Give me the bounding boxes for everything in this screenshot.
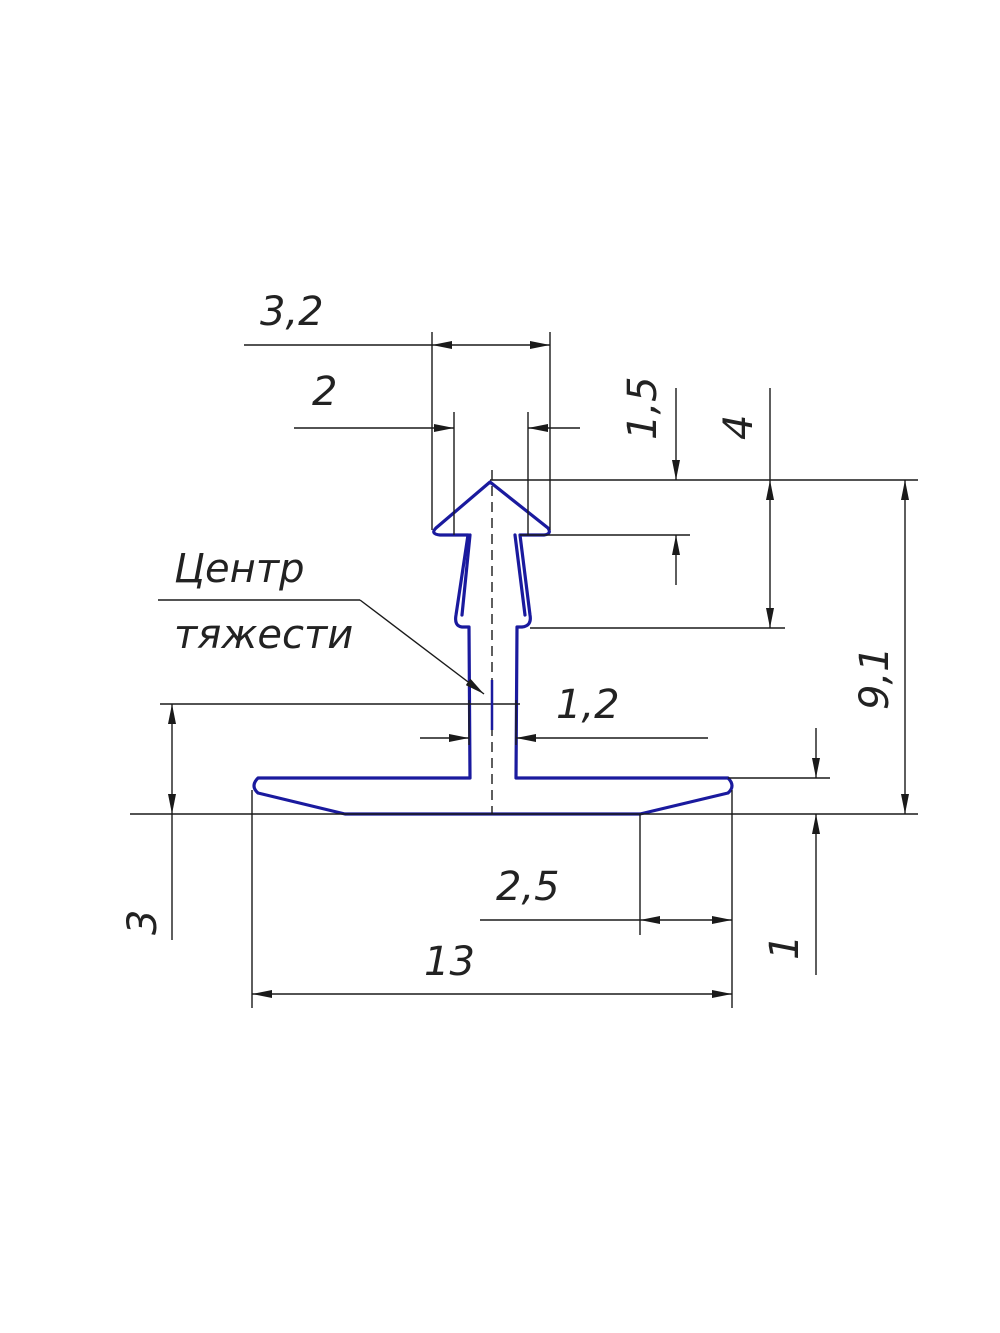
dim-label-3-2: 3,2 [260,289,324,335]
dim-label-1-2: 1,2 [556,682,620,728]
center-label-line1: Центр [174,546,305,592]
center-of-gravity-mark [462,680,520,730]
dimension-3-2 [244,332,551,530]
dim-label-3: 3 [120,910,166,935]
dim-label-9-1: 9,1 [852,646,898,710]
center-label-leader [158,599,485,695]
center-label-line2: тяжести [174,612,353,658]
dim-label-2: 2 [312,369,337,415]
dim-label-1-5: 1,5 [620,376,666,440]
dimension-3 [130,703,918,940]
dimension-2 [294,412,580,535]
dimension-1 [728,728,830,975]
dimension-2-5 [480,790,733,1008]
dim-label-13: 13 [424,939,475,985]
dim-label-2-5: 2,5 [496,864,560,910]
dimension-1-2 [420,700,708,745]
dim-label-1: 1 [762,935,808,960]
dimension-4 [530,388,918,629]
dim-label-4: 4 [716,415,762,440]
dimension-1-5 [490,388,690,585]
dimension-13 [251,790,732,1008]
